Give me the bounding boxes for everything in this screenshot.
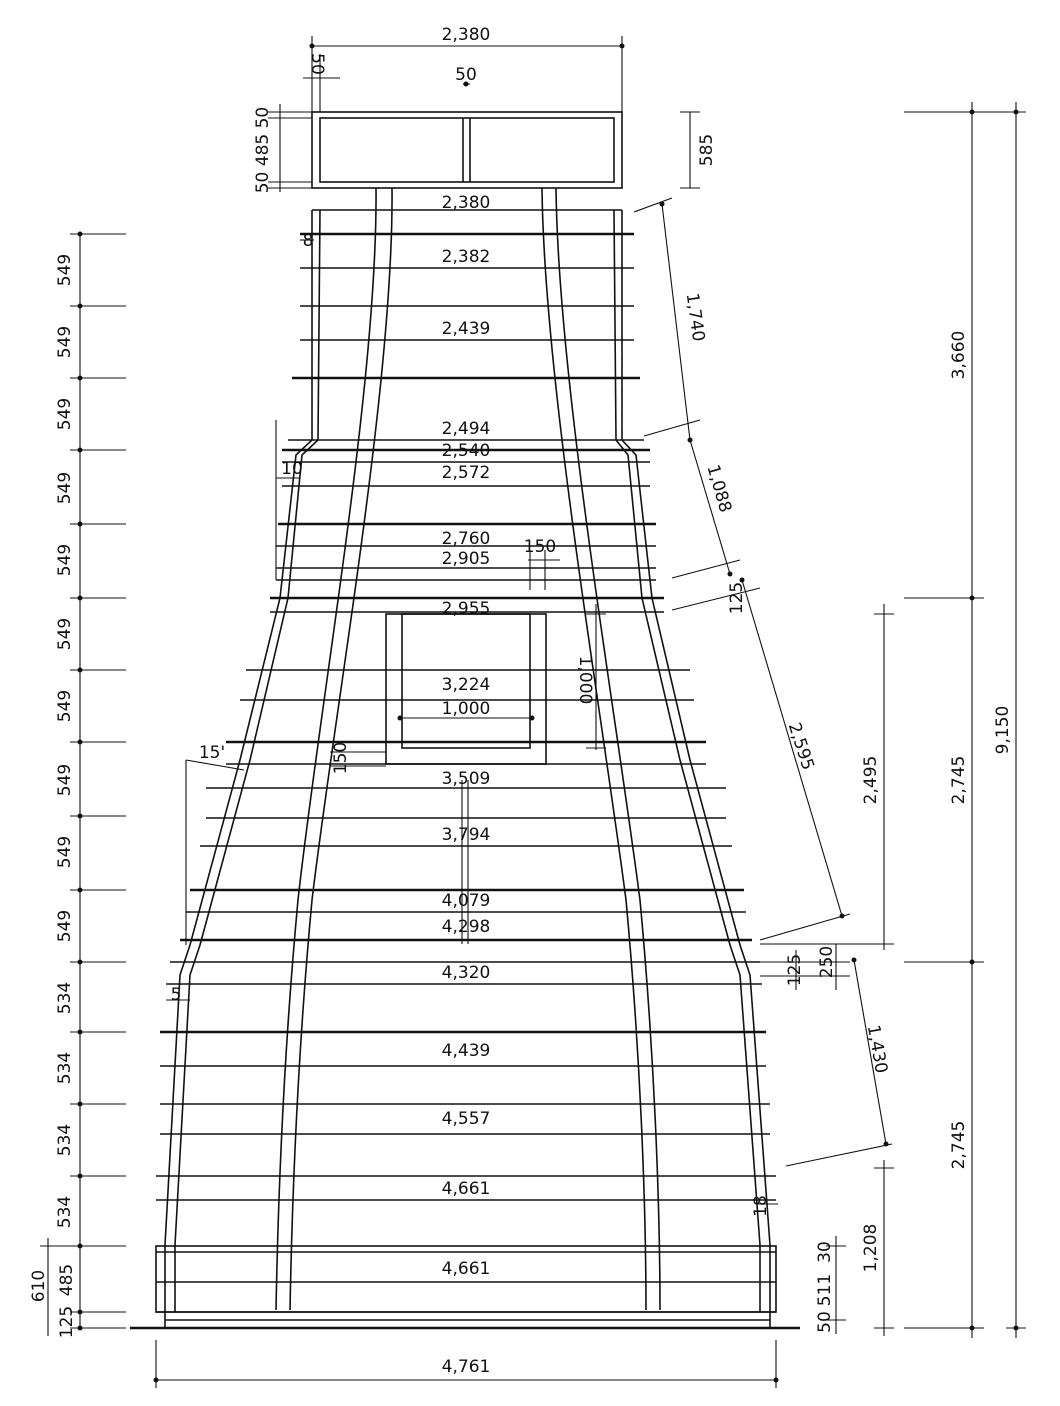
left-level-label: 549 bbox=[55, 618, 75, 650]
width-label: 2,380 bbox=[442, 193, 491, 213]
left-chain-node bbox=[77, 1325, 83, 1331]
width-label: 1,000 bbox=[442, 699, 491, 719]
left-level-label: 534 bbox=[55, 982, 75, 1014]
top-width-label: 2,380 bbox=[442, 25, 491, 45]
width-label: 2,439 bbox=[442, 319, 491, 339]
left-chain-node bbox=[77, 887, 83, 893]
width-label: 4,661 bbox=[442, 1179, 491, 1199]
left-base-h2: 485 bbox=[57, 1264, 77, 1296]
slope-s4: 1,430 bbox=[863, 1023, 891, 1074]
note-15-deg: 15' bbox=[199, 743, 225, 763]
left-level-label: 549 bbox=[55, 544, 75, 576]
inner-dims bbox=[330, 550, 606, 944]
left-level-label: 549 bbox=[55, 254, 75, 286]
left-chain-node bbox=[77, 667, 83, 673]
slope-s2: 1,088 bbox=[702, 462, 735, 514]
left-level-label: 534 bbox=[55, 1196, 75, 1228]
slope-dims bbox=[633, 197, 893, 1167]
left-chain-node bbox=[77, 813, 83, 819]
left-chain-node bbox=[77, 375, 83, 381]
slope-s3: 2,595 bbox=[784, 720, 818, 772]
left-level-labels: 549 549 549 549 549 549 549 549 549 549 … bbox=[55, 254, 75, 1228]
left-chain-node bbox=[77, 1309, 83, 1315]
top-mullion-label: 50 bbox=[455, 65, 477, 85]
left-chain-node bbox=[77, 959, 83, 965]
note-8: 8 bbox=[303, 231, 314, 251]
width-label: 4,298 bbox=[442, 917, 491, 937]
body-outline bbox=[130, 187, 800, 1330]
width-label: 2,382 bbox=[442, 247, 491, 267]
top-stack-label: 50 485 50 bbox=[253, 107, 273, 194]
width-label: 3,794 bbox=[442, 825, 491, 845]
left-chain-node bbox=[77, 1029, 83, 1035]
left-chain-node bbox=[77, 231, 83, 237]
angle-markers bbox=[166, 239, 778, 1205]
inner-height-b2: 511 bbox=[815, 1274, 835, 1306]
note-18: 18 bbox=[751, 1195, 771, 1217]
inner-height-b3: 30 bbox=[815, 1241, 835, 1263]
inner-height-b1: 50 bbox=[815, 1311, 835, 1333]
left-level-label: 549 bbox=[55, 398, 75, 430]
left-level-label: 549 bbox=[55, 910, 75, 942]
width-label: 4,079 bbox=[442, 891, 491, 911]
top-left-offset-label: 50 bbox=[307, 53, 327, 75]
bottom-width-dim bbox=[153, 1340, 779, 1388]
left-chain-node bbox=[77, 1173, 83, 1179]
note-125b: 125 bbox=[785, 954, 805, 986]
width-label: 4,557 bbox=[442, 1109, 491, 1129]
width-label: 2,955 bbox=[442, 599, 491, 619]
left-level-label: 534 bbox=[55, 1124, 75, 1156]
width-labels: 2,380 2,382 2,439 2,494 2,540 2,572 2,76… bbox=[442, 193, 491, 1279]
note-150b: 150 bbox=[331, 742, 351, 774]
left-level-label: 549 bbox=[55, 326, 75, 358]
width-label: 4,661 bbox=[442, 1259, 491, 1279]
left-level-label: 549 bbox=[55, 472, 75, 504]
width-label: 2,572 bbox=[442, 463, 491, 483]
note-125: 125 bbox=[727, 582, 747, 614]
right-height-upper: 3,660 bbox=[949, 331, 969, 380]
left-chain-node bbox=[77, 521, 83, 527]
top-height-label: 585 bbox=[697, 134, 717, 166]
left-level-label: 549 bbox=[55, 764, 75, 796]
width-label: 4,439 bbox=[442, 1041, 491, 1061]
right-height-middle: 2,745 bbox=[949, 756, 969, 805]
left-level-label: 534 bbox=[55, 1052, 75, 1084]
left-base-h3: 125 bbox=[57, 1306, 77, 1338]
width-label: 3,224 bbox=[442, 675, 491, 695]
top-block bbox=[268, 36, 700, 192]
left-base-dims bbox=[40, 1238, 80, 1336]
note-10: 10 bbox=[281, 459, 303, 479]
right-height-total: 9,150 bbox=[993, 706, 1013, 755]
note-150: 150 bbox=[524, 537, 556, 557]
left-chain-node bbox=[77, 595, 83, 601]
note-5: 5 bbox=[171, 985, 182, 1005]
note-1000-vertical: 1,000 bbox=[575, 656, 595, 705]
width-label: 2,905 bbox=[442, 549, 491, 569]
width-label: 3,509 bbox=[442, 769, 491, 789]
right-height-lower: 2,745 bbox=[949, 1121, 969, 1170]
bottom-width-label: 4,761 bbox=[442, 1357, 491, 1377]
left-chain-node bbox=[77, 447, 83, 453]
slope-s1: 1,740 bbox=[682, 292, 709, 343]
right-dimension-chains bbox=[760, 102, 1026, 1338]
left-base-h1: 610 bbox=[29, 1270, 49, 1302]
width-label: 2,540 bbox=[442, 441, 491, 461]
note-250: 250 bbox=[817, 946, 837, 978]
left-chain-node bbox=[77, 1101, 83, 1107]
width-label: 2,760 bbox=[442, 529, 491, 549]
left-level-label: 549 bbox=[55, 836, 75, 868]
left-chain-node bbox=[77, 739, 83, 745]
width-label: 4,320 bbox=[442, 963, 491, 983]
width-label: 2,494 bbox=[442, 419, 491, 439]
inner-height-low: 1,208 bbox=[861, 1224, 881, 1273]
left-chain-node bbox=[77, 303, 83, 309]
left-level-label: 549 bbox=[55, 690, 75, 722]
inner-height-mid: 2,495 bbox=[861, 756, 881, 805]
level-lines bbox=[156, 209, 776, 1283]
left-dimension-chain bbox=[70, 231, 126, 1331]
